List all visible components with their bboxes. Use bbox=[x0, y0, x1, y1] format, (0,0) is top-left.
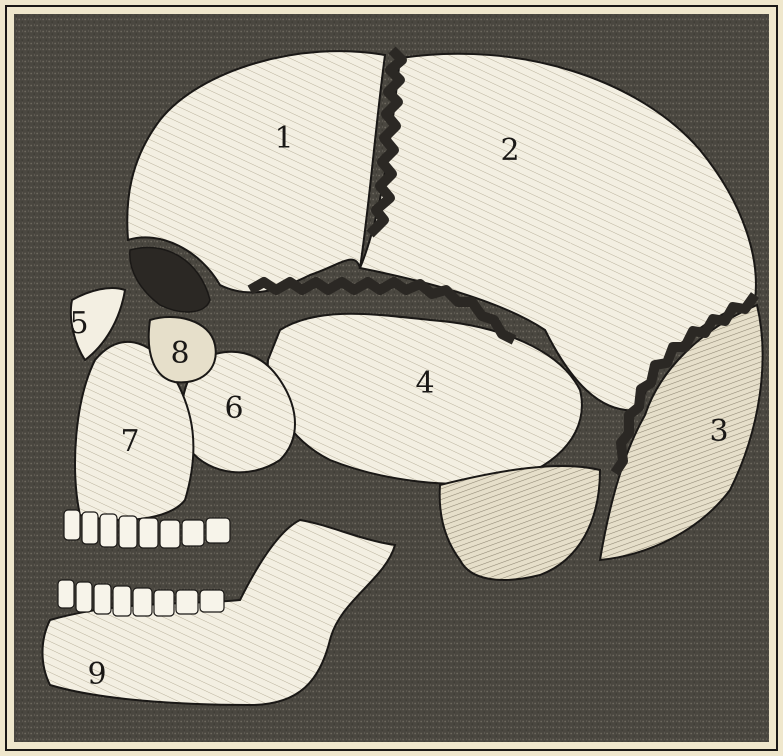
label-bone-1: 1 bbox=[274, 121, 293, 156]
label-bone-2: 2 bbox=[500, 133, 519, 168]
label-bone-3: 3 bbox=[709, 414, 728, 449]
label-bone-5: 5 bbox=[69, 306, 88, 341]
label-bone-9: 9 bbox=[87, 657, 106, 692]
label-bone-4: 4 bbox=[415, 366, 434, 401]
label-bone-6: 6 bbox=[224, 391, 243, 426]
label-bone-8: 8 bbox=[170, 336, 189, 371]
label-bone-7: 7 bbox=[120, 424, 139, 459]
